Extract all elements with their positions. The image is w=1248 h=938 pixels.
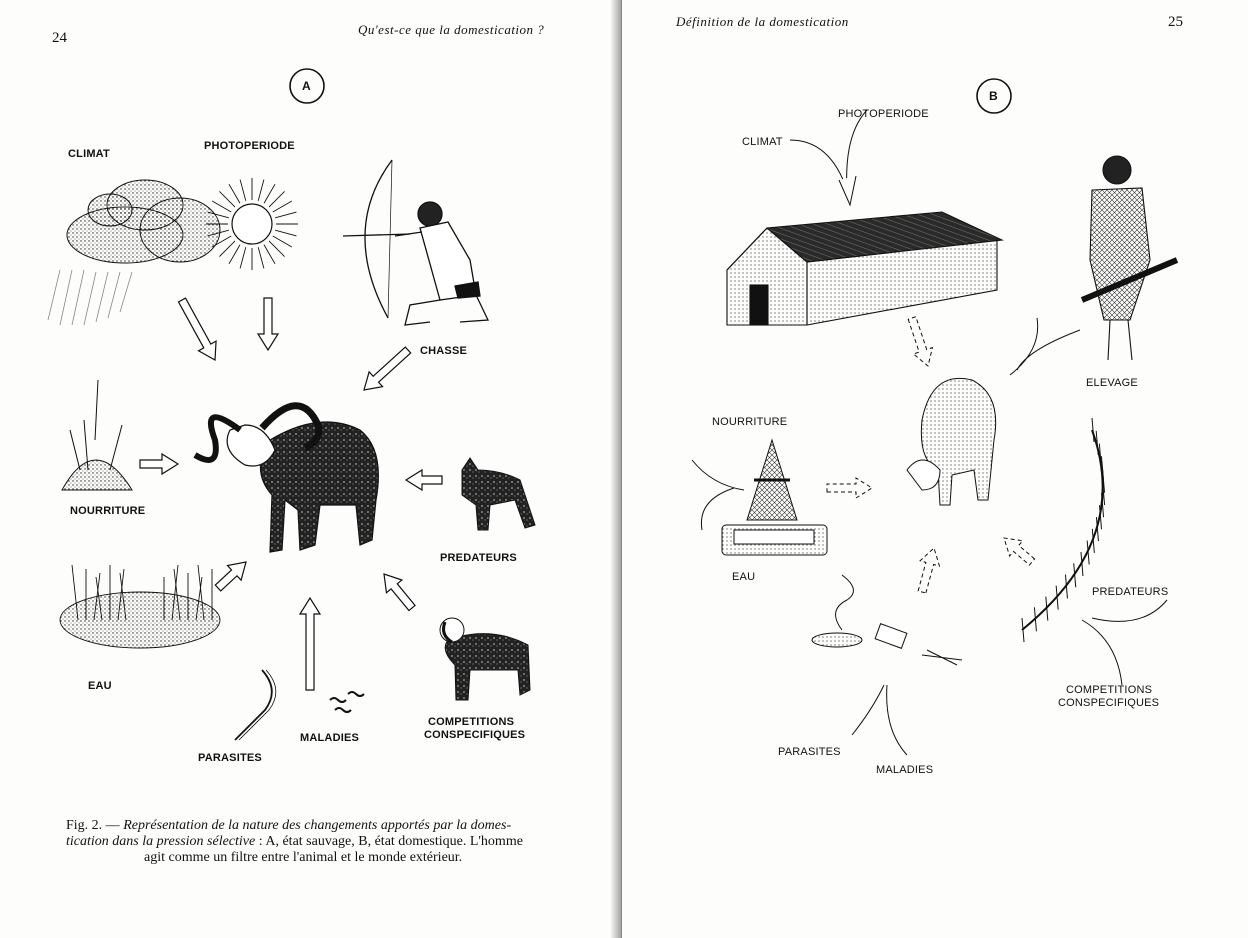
- sun-ray: [229, 184, 240, 203]
- label-nourriture-a: NOURRITURE: [70, 505, 145, 517]
- sun-ray: [258, 180, 264, 201]
- sun-ray: [275, 230, 296, 236]
- influence-arrow: [215, 562, 246, 591]
- influence-arrow: [300, 598, 320, 690]
- sun-ray: [273, 201, 292, 212]
- plants-icon: [62, 380, 132, 490]
- label-parasites-b: PARASITES: [778, 746, 841, 758]
- label-elevage-b: ELEVAGE: [1086, 377, 1138, 389]
- sun-ray: [240, 247, 246, 268]
- cloud-icon: [48, 180, 220, 325]
- influence-arrow: [827, 478, 872, 498]
- barn-building: [727, 212, 1002, 325]
- label-eau-a: EAU: [88, 680, 112, 692]
- mouflon-ram: [195, 406, 378, 552]
- influence-arrow: [1004, 538, 1035, 565]
- diagram-a: [0, 0, 622, 938]
- arrow-climat-b: [790, 140, 847, 190]
- label-photoperiode-a: PHOTOPERIODE: [204, 140, 295, 152]
- parasite-worm: [235, 670, 276, 740]
- panel-label-b: B: [989, 89, 998, 103]
- arrow-predateurs-b: [1092, 600, 1167, 621]
- label-conspecifiques-a: CONSPECIFIQUES: [424, 729, 525, 741]
- arrow-parasites-b: [852, 685, 884, 735]
- influence-arrow: [384, 574, 415, 611]
- herder-figure: [1082, 156, 1177, 360]
- caption-italic-1: Représentation de la nature des changeme…: [123, 818, 511, 833]
- influence-arrow: [406, 470, 442, 490]
- sun-ray: [240, 180, 246, 201]
- label-competitions-b: COMPETITIONS: [1066, 684, 1152, 696]
- influence-arrow: [364, 347, 411, 390]
- label-maladies-a: MALADIES: [300, 732, 359, 744]
- domestic-sheep: [907, 378, 996, 505]
- caption-line-2: : A, état sauvage, B, état domestique. L…: [255, 834, 523, 849]
- caption-fig-number: Fig. 2. —: [66, 818, 123, 833]
- sun-ray: [258, 247, 264, 268]
- microbes-icon: [330, 692, 364, 712]
- sun-ray: [264, 245, 275, 264]
- sun-ray: [219, 191, 235, 207]
- label-predateurs-b: PREDATEURS: [1092, 586, 1168, 598]
- sheep-competitor: [440, 618, 530, 700]
- label-photoperiode-b: PHOTOPERIODE: [838, 108, 929, 120]
- label-climat-a: CLIMAT: [68, 148, 110, 160]
- archer-figure: [343, 160, 488, 325]
- medicine-items: [812, 575, 962, 665]
- sun-ray: [229, 245, 240, 264]
- label-eau-b: EAU: [732, 571, 755, 583]
- arrow-competitions-b: [1082, 620, 1122, 685]
- sun-ray: [269, 241, 285, 257]
- label-predateurs-a: PREDATEURS: [440, 552, 517, 564]
- diagram-b: [622, 0, 1248, 938]
- influence-arrow: [140, 454, 178, 474]
- label-climat-b: CLIMAT: [742, 136, 783, 148]
- label-nourriture-b: NOURRITURE: [712, 416, 787, 428]
- wheat-sheaf: [747, 440, 797, 520]
- arrow-maladies-b: [887, 685, 907, 755]
- sun-ray: [275, 212, 296, 218]
- influence-arrow: [918, 548, 939, 593]
- left-page: 24 Qu'est-ce que la domestication ?: [0, 0, 622, 938]
- label-parasites-a: PARASITES: [198, 752, 262, 764]
- sun-icon: [206, 178, 298, 270]
- sun-ray: [264, 184, 275, 203]
- sun-ray: [273, 236, 292, 247]
- label-maladies-b: MALADIES: [876, 764, 933, 776]
- sun-ray: [269, 191, 285, 207]
- label-chasse-a: CHASSE: [420, 345, 467, 357]
- caption-line-3: agit comme un filtre entre l'animal et l…: [66, 850, 566, 866]
- influence-arrow: [258, 298, 278, 350]
- pond-reeds: [60, 565, 220, 648]
- influence-arrow: [908, 317, 932, 366]
- panel-label-a: A: [302, 79, 311, 93]
- influence-arrow: [178, 298, 216, 360]
- sun-ray: [212, 201, 231, 212]
- arrow-elevage-b: [1010, 318, 1038, 375]
- right-page: Définition de la domestication 25: [622, 0, 1248, 938]
- wolf-predator: [462, 458, 535, 530]
- figure-caption: Fig. 2. — Représentation de la nature de…: [66, 818, 566, 866]
- label-conspecifiques-b: CONSPECIFIQUES: [1058, 697, 1159, 709]
- fence: [1022, 418, 1105, 642]
- sun-ray: [219, 241, 235, 257]
- label-competitions-a: COMPETITIONS: [428, 716, 514, 728]
- caption-italic-2: tication dans la pression sélective: [66, 834, 255, 849]
- water-trough: [722, 525, 827, 555]
